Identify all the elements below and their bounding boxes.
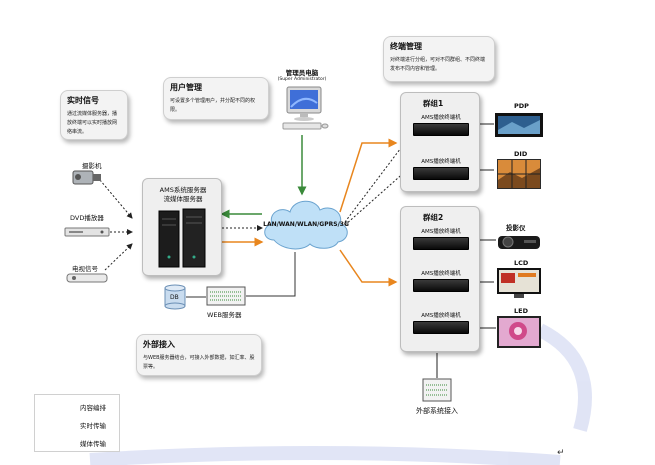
pdp-screen-icon: [495, 113, 543, 137]
external-access-note: 外部接入 与WEB服务器结合，可接入外部数据，如汇率、股票等。: [136, 334, 262, 376]
group2-title: 群组2: [423, 213, 444, 222]
camera-label: 摄影机: [82, 162, 102, 170]
terminal-unit-icon: [413, 321, 469, 334]
group1-box: 群组1 AMS播放终端机 AMS播放终端机: [400, 92, 480, 192]
group2-terminal-1: AMS播放终端机: [413, 227, 469, 250]
note-body: 对终端进行分组，可对不同群组、不同终端发布不同内容和管理。: [390, 57, 486, 72]
web-to-network-line: [246, 252, 296, 297]
realtime-signal-note: 实时信号 通过流媒体服务器，播放终端可以实时播放网络串流。: [60, 90, 128, 140]
lcd-label: LCD: [514, 259, 529, 267]
tv-to-server-line: [104, 243, 133, 271]
terminal-unit-icon: [413, 123, 469, 136]
terminal-label: AMS播放终端机: [421, 159, 461, 165]
legend-realtime-label: 实时传输: [80, 422, 106, 430]
dvd-player-icon: [64, 227, 110, 237]
dvd-label: DVD播放器: [70, 214, 104, 222]
network-cloud-icon: [264, 200, 348, 250]
terminal-unit-icon: [413, 167, 469, 180]
group1-terminal-2: AMS播放终端机: [413, 157, 469, 180]
admin-monitor-icon: [282, 86, 329, 130]
led-label: LED: [514, 307, 528, 315]
tv-label: 电视信号: [72, 265, 98, 273]
terminal-unit-icon: [413, 279, 469, 292]
camera-icon: [72, 170, 101, 185]
legend-box: [34, 394, 120, 452]
legend-media-label: 媒体传输: [80, 440, 106, 448]
projector-label: 投影仪: [506, 224, 526, 232]
note-title: 实时信号: [67, 96, 99, 105]
web-server-icon: [206, 286, 246, 306]
network-label: LAN/WAN/WLAN/GPRS/3G: [263, 221, 349, 228]
user-management-note: 用户管理 可设置多个管理用户，并分配不同的权限。: [163, 77, 269, 120]
terminal-management-note: 终端管理 对终端进行分组，可对不同群组、不同终端发布不同内容和管理。: [383, 36, 495, 82]
pdp-label: PDP: [514, 102, 529, 110]
terminal-label: AMS播放终端机: [421, 115, 461, 121]
server-line2: 流媒体服务器: [163, 195, 203, 203]
group2-box: 群组2 AMS播放终端机 AMS播放终端机 AMS播放终端机: [400, 206, 480, 352]
note-body: 通过流媒体服务器，播放终端可以实时播放网络串流。: [67, 111, 118, 135]
legend-content-label: 内容编排: [80, 404, 106, 412]
group1-title: 群组1: [423, 99, 444, 108]
ams-server-box: AMS系统服务器 流媒体服务器: [142, 178, 222, 276]
note-title: 终端管理: [390, 42, 422, 51]
note-body: 与WEB服务器结合，可接入外部数据，如汇率、股票等。: [143, 355, 255, 370]
group1-terminal-1: AMS播放终端机: [413, 113, 469, 136]
external-system-label: 外部系统接入: [416, 407, 458, 415]
paragraph-mark-icon: ↵: [557, 448, 565, 458]
network-to-group1-line: [339, 138, 398, 213]
server-line1: AMS系统服务器: [159, 186, 207, 194]
lcd-screen-icon: [497, 268, 541, 298]
tv-receiver-icon: [66, 273, 108, 283]
projector-icon: [498, 236, 540, 249]
note-body: 可设置多个管理用户，并分配不同的权限。: [170, 98, 256, 113]
server-tower-icon: [158, 208, 206, 268]
led-screen-icon: [497, 316, 541, 348]
terminal-unit-icon: [413, 237, 469, 250]
group2-terminal-2: AMS播放终端机: [413, 269, 469, 292]
camera-to-server-line: [99, 179, 133, 219]
admin-computer-title: 管理员电脑: [285, 69, 319, 77]
group2-terminal-3: AMS播放终端机: [413, 311, 469, 334]
terminal-label: AMS播放终端机: [421, 313, 461, 319]
watermark-arcs: [89, 323, 592, 465]
database-icon: [164, 284, 186, 310]
db-label: DB: [170, 294, 179, 301]
note-title: 用户管理: [170, 83, 202, 92]
external-system-icon: [422, 378, 452, 402]
did-label: DID: [514, 150, 528, 158]
terminal-label: AMS播放终端机: [421, 229, 461, 235]
did-videowall-icon: [497, 159, 541, 189]
admin-computer-subtitle: (Super Administrator): [277, 77, 327, 82]
web-server-label: WEB服务器: [207, 311, 242, 319]
note-title: 外部接入: [143, 340, 175, 349]
terminal-label: AMS播放终端机: [421, 271, 461, 277]
network-to-group2-line: [339, 249, 398, 287]
